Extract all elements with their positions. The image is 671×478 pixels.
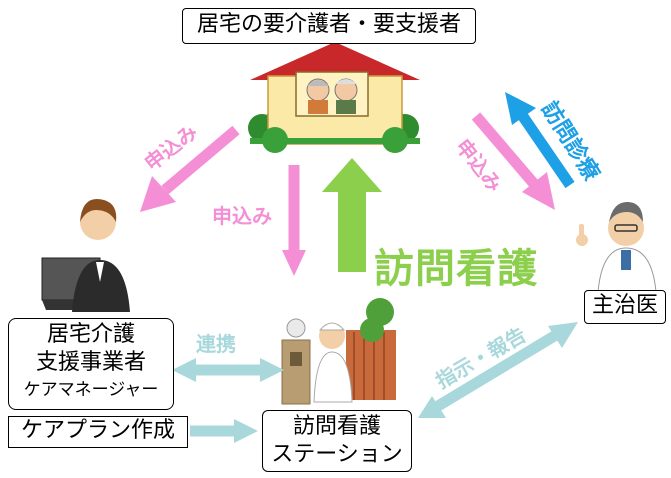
arrow-apply-to-station bbox=[282, 165, 306, 276]
station-line2: ステーション bbox=[271, 442, 403, 467]
label-cooperation: 連携 bbox=[196, 332, 236, 356]
arrow-home-visit-nursing bbox=[322, 158, 382, 272]
label-apply-to-station: 申込み bbox=[212, 204, 272, 228]
care-office-line1: 居宅介護 bbox=[46, 322, 135, 347]
arrow-apply-to-doctor bbox=[471, 112, 555, 210]
doctor-box: 主治医 bbox=[584, 290, 666, 324]
station-line1: 訪問看護 bbox=[292, 414, 381, 439]
nurse-station-illustration bbox=[281, 298, 396, 405]
arrow-home-visit-medical bbox=[505, 92, 575, 189]
arrow-care-plan bbox=[190, 419, 258, 443]
care-manager-illustration bbox=[41, 198, 130, 312]
doctor-illustration bbox=[576, 202, 657, 293]
label-home-visit-nursing: 訪問看護 bbox=[374, 246, 538, 292]
house-illustration bbox=[248, 42, 420, 153]
care-plan-label: ケアプラン作成 bbox=[20, 418, 175, 443]
care-plan-box: ケアプラン作成 bbox=[8, 416, 188, 448]
arrow-cooperation bbox=[172, 358, 284, 382]
home-label-box: 居宅の要介護者・要支援者 bbox=[182, 8, 476, 44]
care-office-line2: 支援事業者 bbox=[35, 350, 146, 375]
arrow-instruction-report bbox=[418, 322, 578, 418]
care-office-box: 居宅介護 支援事業者 ケアマネージャー bbox=[8, 318, 174, 410]
station-box: 訪問看護 ステーション bbox=[262, 410, 412, 472]
doctor-label: 主治医 bbox=[591, 293, 658, 318]
home-label: 居宅の要介護者・要支援者 bbox=[196, 12, 461, 37]
care-office-line3: ケアマネージャー bbox=[23, 380, 159, 400]
arrow-apply-to-office bbox=[140, 125, 240, 212]
